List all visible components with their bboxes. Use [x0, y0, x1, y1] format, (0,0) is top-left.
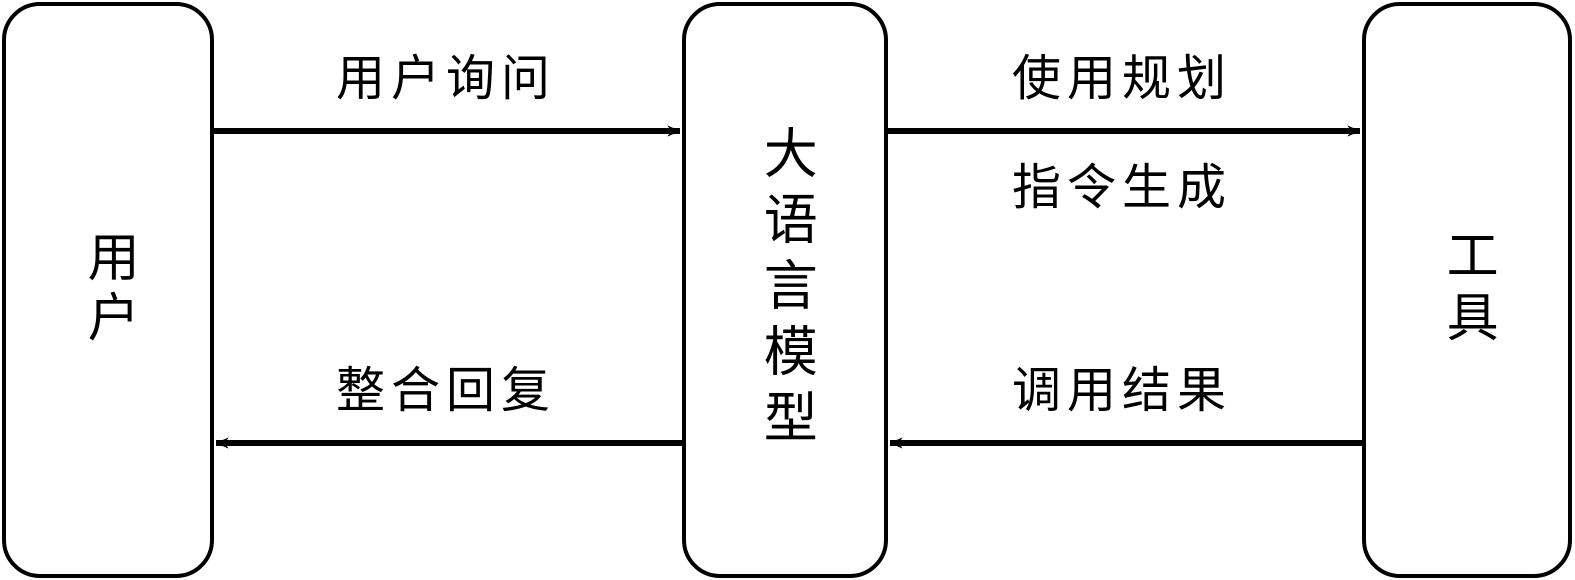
node-user[interactable]: 用户	[2, 2, 214, 578]
node-tool[interactable]: 工具	[1362, 2, 1572, 578]
node-large-language-model[interactable]: 大语言模型	[682, 2, 888, 578]
node-large-language-model-label: 大语言模型	[754, 125, 818, 455]
edge-label-call-result: 调用结果	[1012, 362, 1233, 419]
node-user-label: 用户	[78, 230, 139, 350]
node-tool-label: 工具	[1437, 228, 1498, 352]
edge-label-integrated-reply: 整合回复	[336, 362, 557, 419]
edge-label-instruction-generation: 指令生成	[1012, 159, 1233, 216]
edge-label-use-planning: 使用规划	[1012, 50, 1233, 107]
edge-label-user-query: 用户询问	[336, 50, 557, 107]
